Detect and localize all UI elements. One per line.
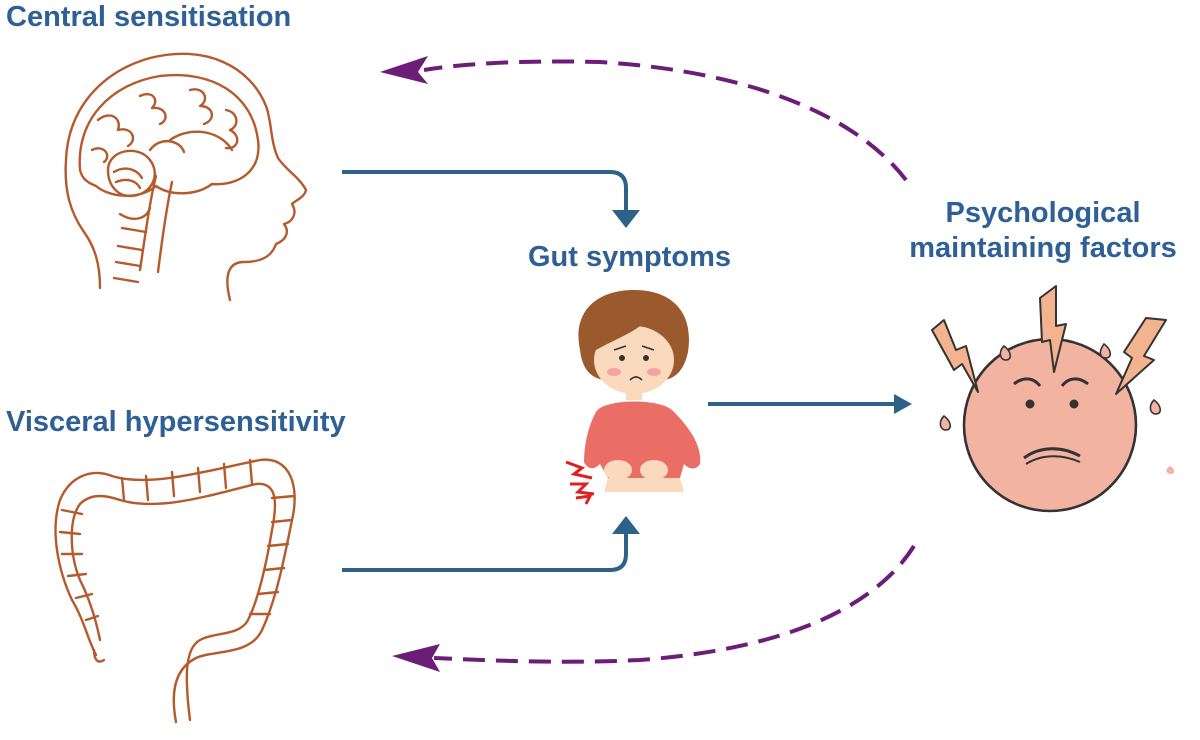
girl-stomach-ache-icon: [565, 290, 701, 505]
gut-symptoms-label: Gut symptoms: [528, 241, 732, 273]
arrow-psych-to-central-head: [380, 56, 428, 84]
brain-head-icon: [64, 52, 308, 302]
arrow-central-to-gut: [342, 170, 628, 212]
central-sensitisation-label: Central sensitisation: [6, 1, 292, 33]
stressed-face-icon: [931, 285, 1175, 513]
colon-icon: [54, 458, 296, 724]
arrow-visceral-to-gut: [342, 532, 628, 572]
arrow-psych-to-visceral: [433, 544, 916, 664]
arrow-central-to-gut-head: [612, 210, 640, 228]
psychological-factors-label-line2: maintaining factors: [909, 232, 1177, 265]
arrow-visceral-to-gut-head: [612, 516, 640, 534]
psychological-factors-label: Psychological maintaining factors: [890, 196, 1196, 267]
psychological-factors-label-line1: Psychological: [945, 197, 1141, 229]
visceral-hypersensitivity-label: Visceral hypersensitivity: [6, 406, 346, 438]
arrow-psych-to-central: [423, 59, 908, 182]
arrow-psych-to-visceral-head: [392, 644, 440, 672]
arrow-gut-to-psych-head: [894, 394, 912, 414]
